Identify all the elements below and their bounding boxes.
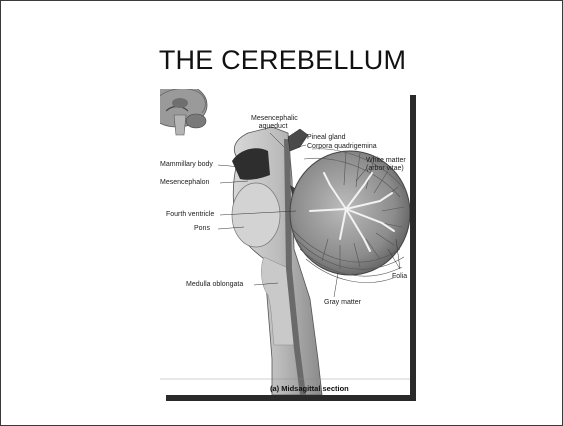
label-pons: Pons — [194, 225, 210, 233]
figure-caption: (a) Midsagittal section — [270, 384, 349, 393]
label-pineal-gland: Pineal gland — [307, 134, 346, 142]
label-mesencephalic-aqueduct: Mesencephalic aqueduct — [251, 115, 295, 131]
cerebellum-illustration — [160, 89, 410, 395]
label-mesencephalon: Mesencephalon — [160, 179, 209, 187]
corpora-region — [288, 129, 308, 151]
label-medulla-oblongata: Medulla oblongata — [186, 281, 243, 289]
cerebellum-figure: Mesencephalic aqueduct Pineal gland Corp… — [160, 89, 410, 395]
label-fourth-ventricle: Fourth ventricle — [166, 211, 214, 219]
label-corpora-quadrigemina: Corpora quadrigemina — [307, 143, 377, 151]
slide-title: THE CEREBELLUM — [1, 45, 563, 76]
label-mammillary-body: Mammillary body — [160, 161, 213, 169]
label-folia: Folia — [392, 273, 407, 281]
pons-region — [232, 183, 280, 247]
label-white-matter: White matter (arbor vitae) — [366, 157, 406, 173]
brain-inset — [160, 89, 207, 135]
label-gray-matter: Gray matter — [324, 299, 361, 307]
